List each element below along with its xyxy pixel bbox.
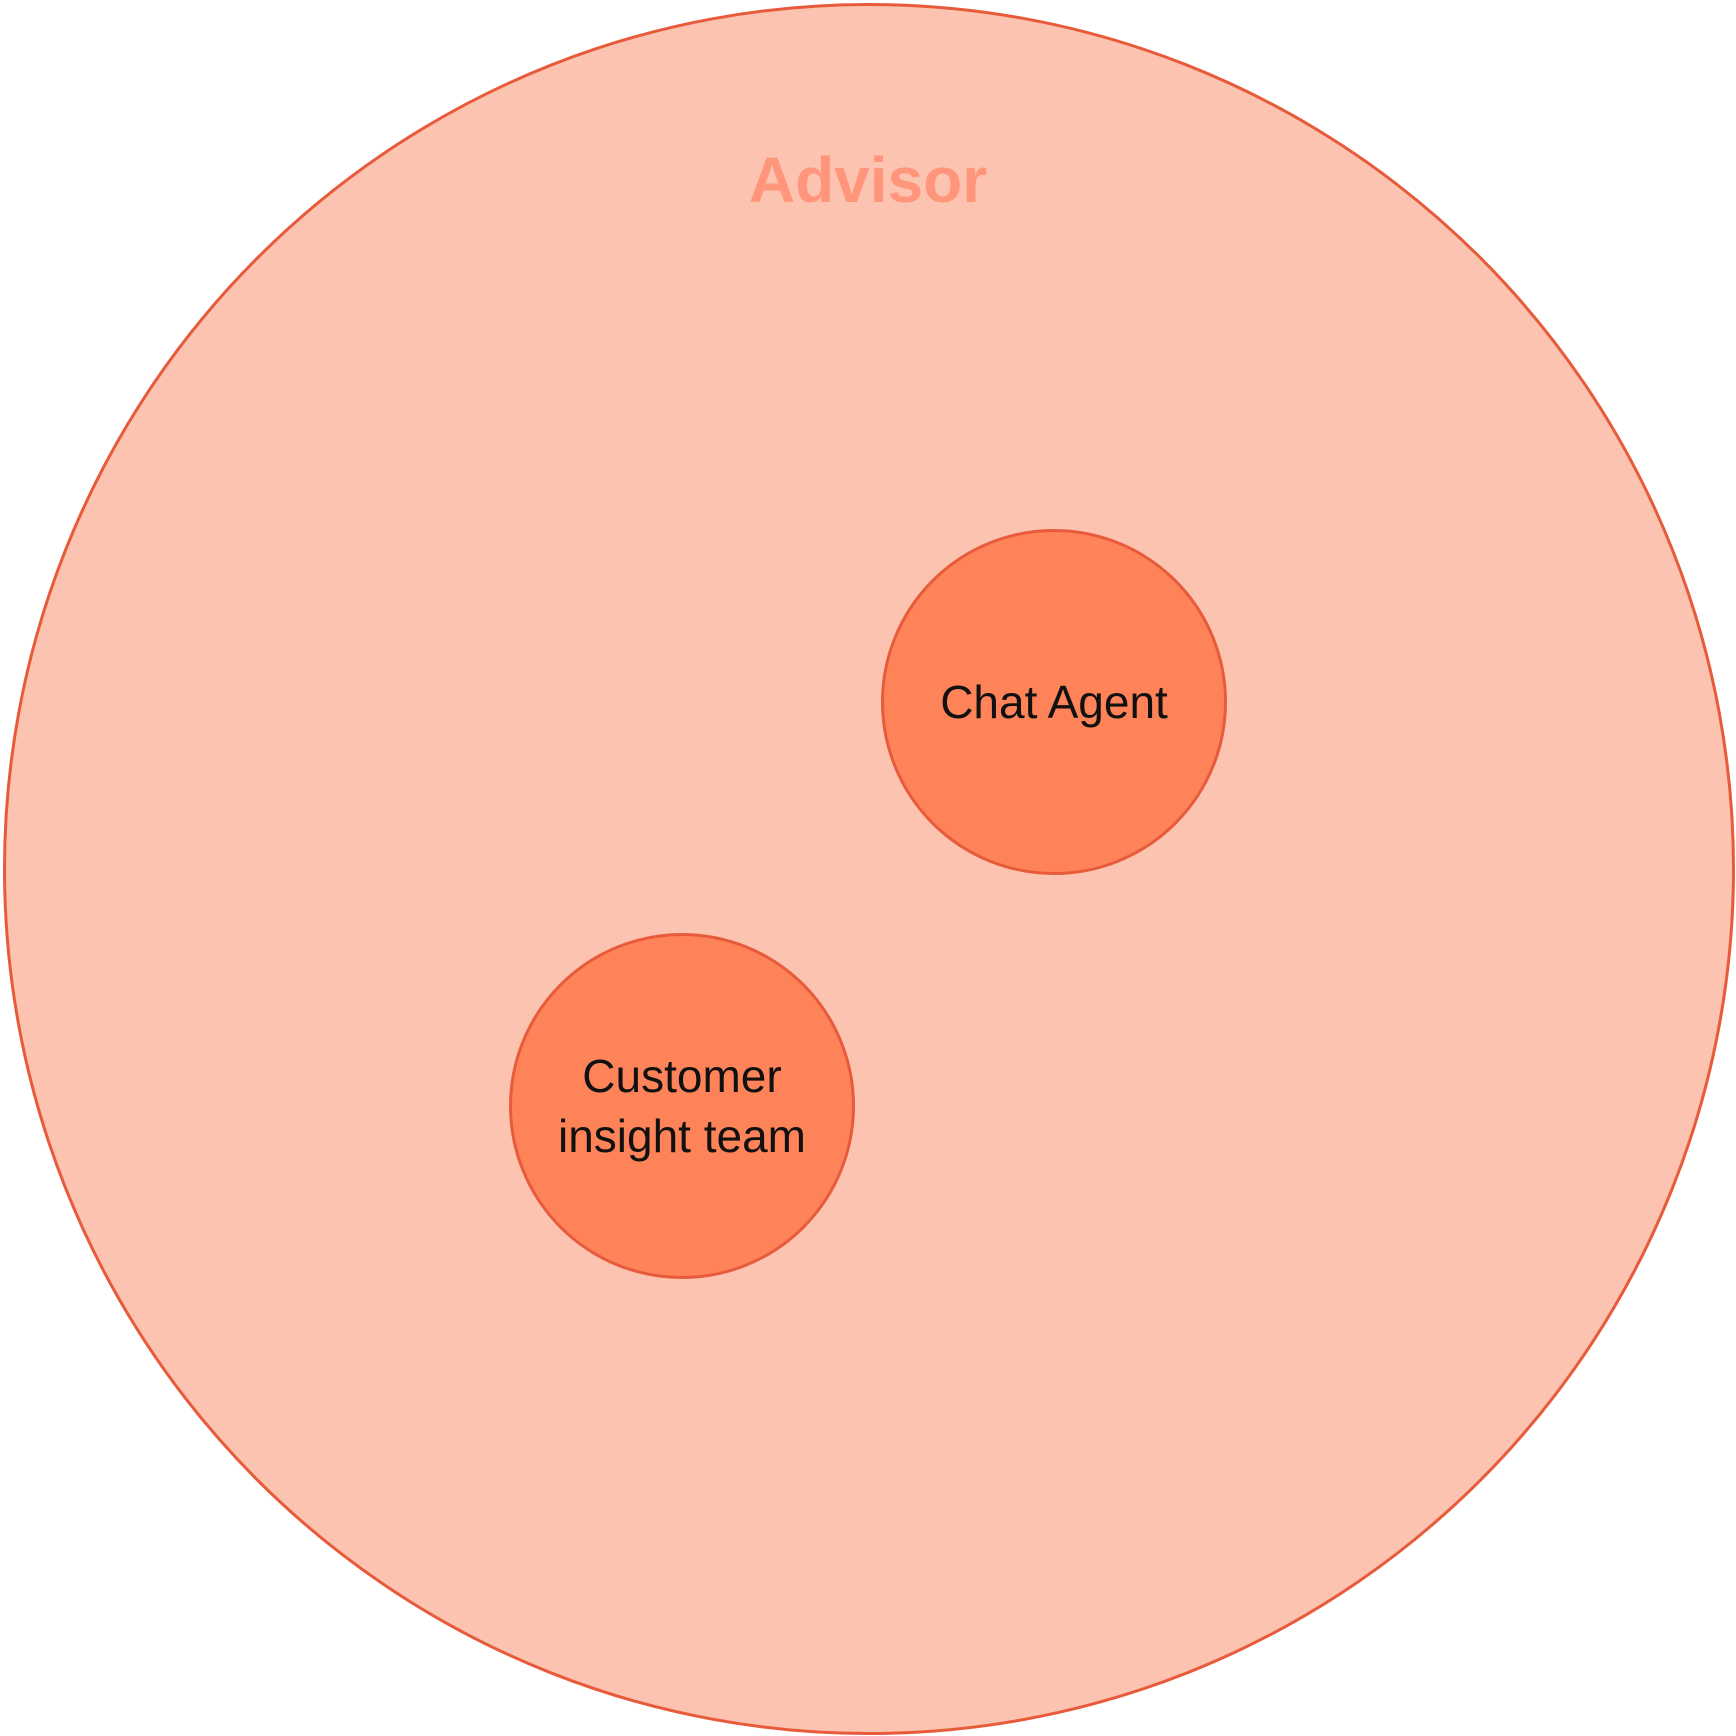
customer-insight-team-node: Customer insight team <box>509 933 855 1279</box>
customer-insight-team-label: Customer insight team <box>557 1050 806 1162</box>
chat-agent-node: Chat Agent <box>881 529 1227 875</box>
advisor-circle <box>3 3 1735 1735</box>
advisor-label: Advisor <box>748 144 988 216</box>
chat-agent-label: Chat Agent <box>940 676 1168 728</box>
